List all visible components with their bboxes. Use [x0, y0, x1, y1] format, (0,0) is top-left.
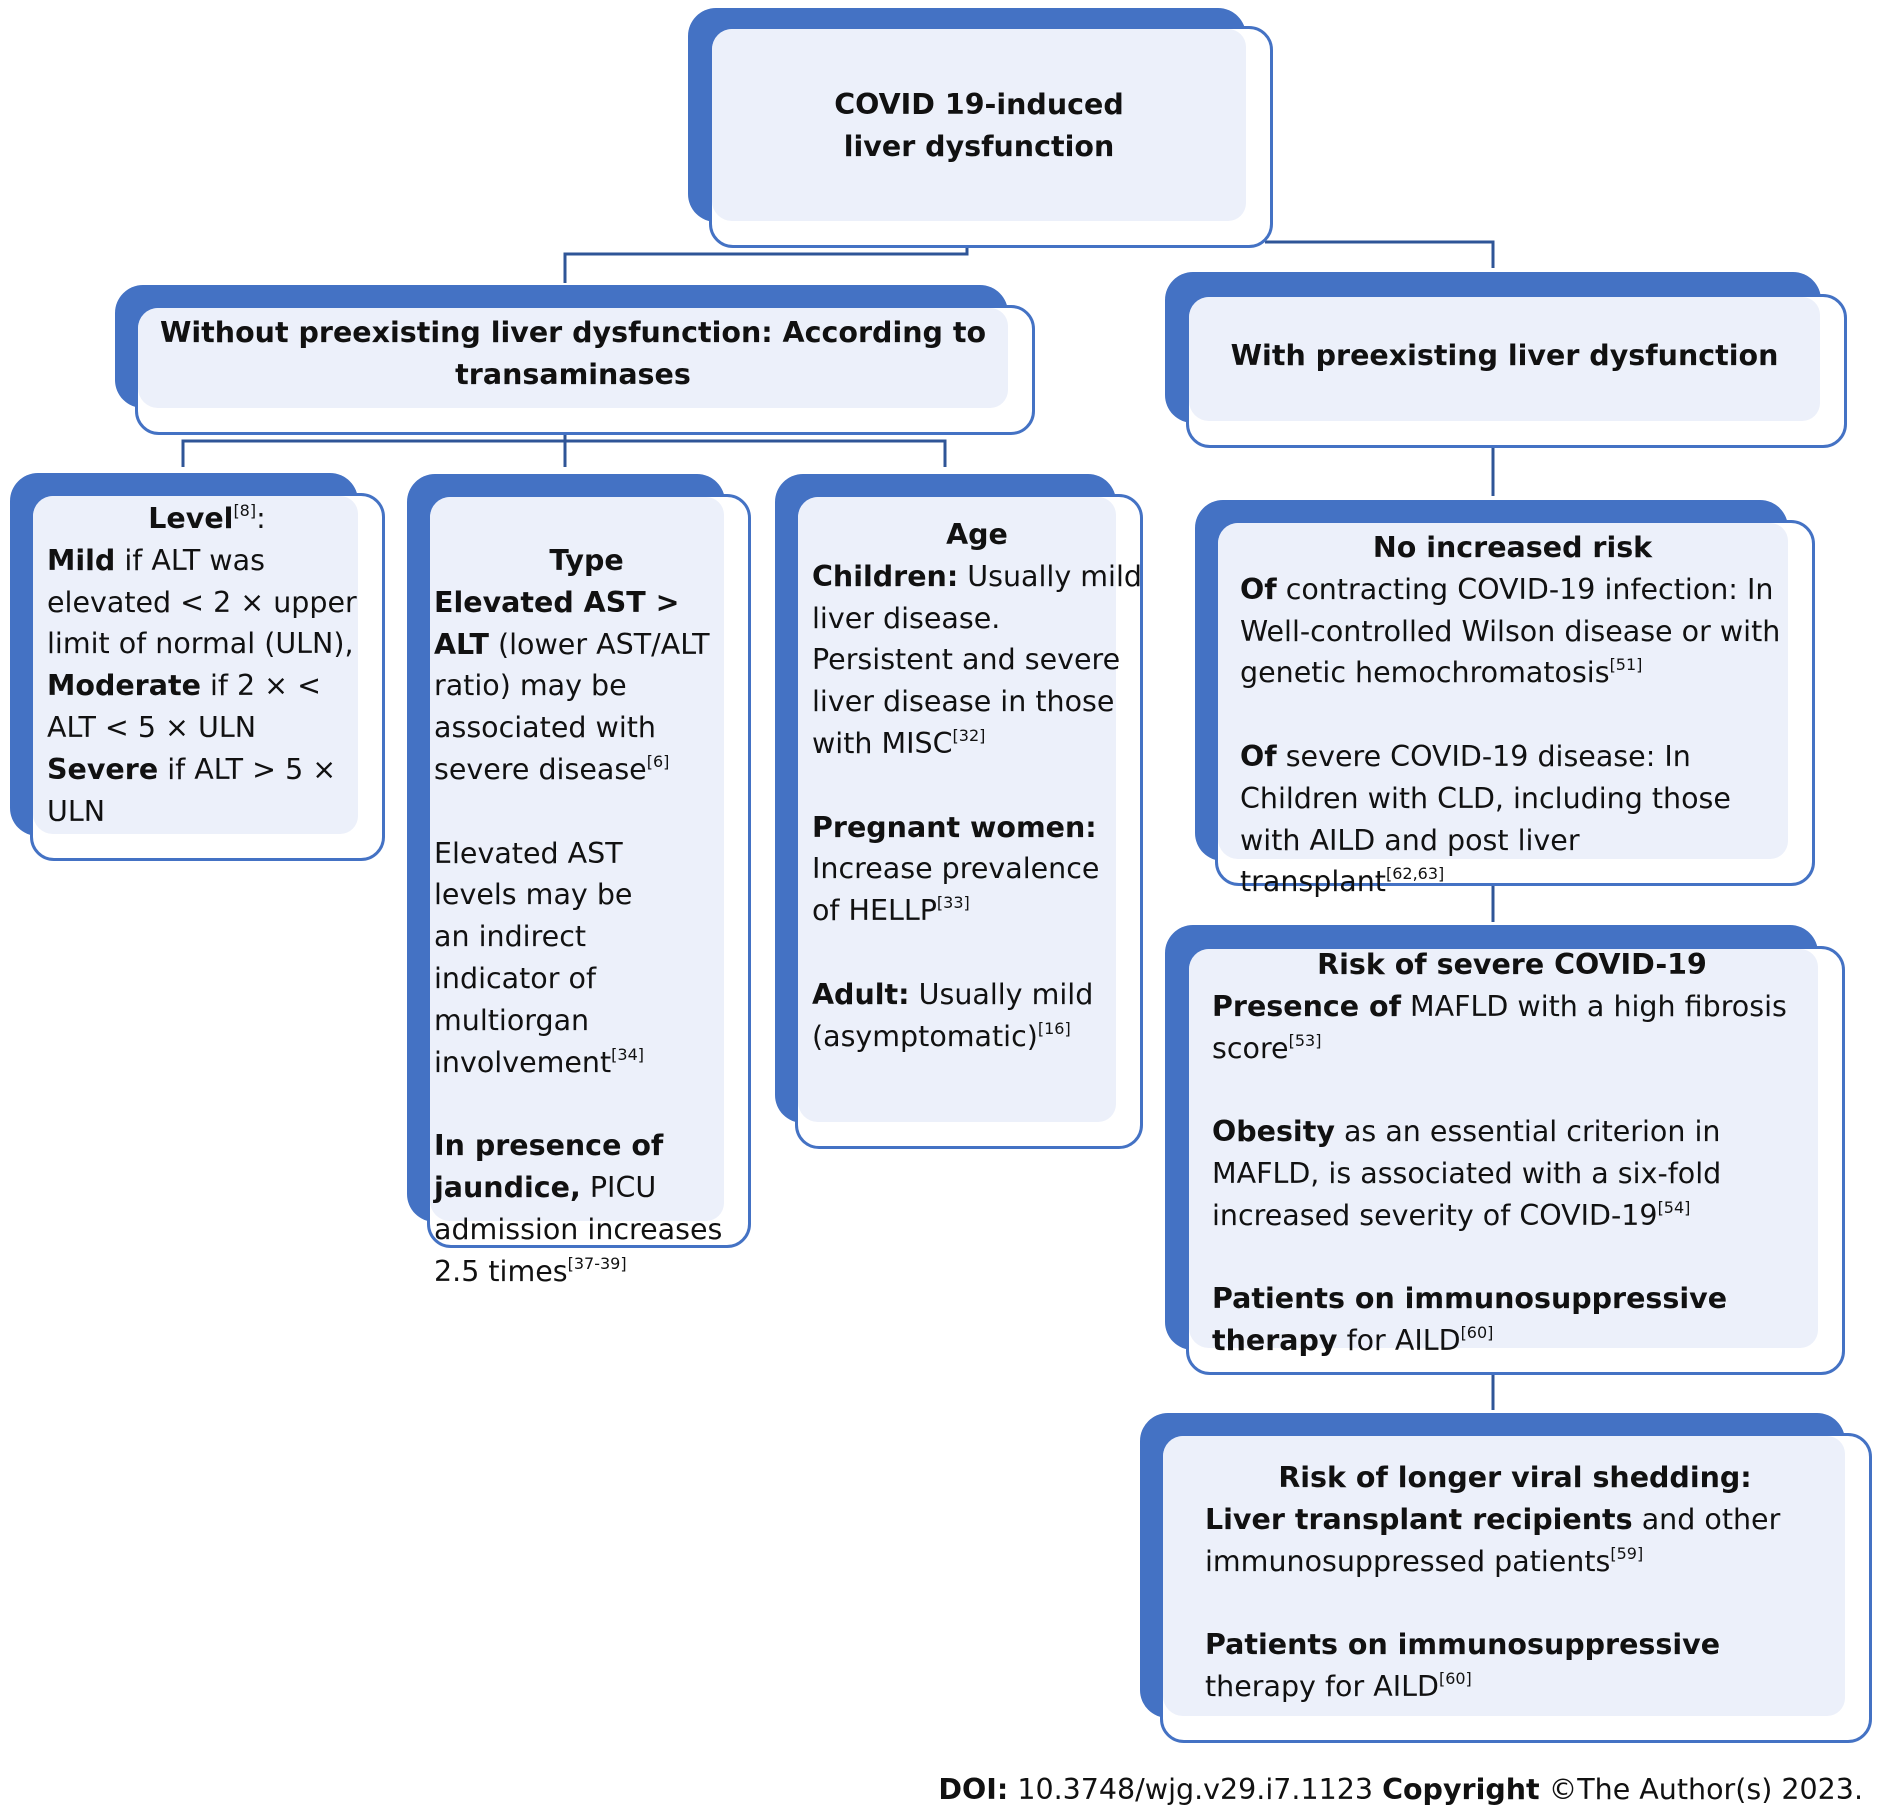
age-title: Age [946, 518, 1008, 551]
type-node: Type Elevated AST > ALT (lower AST/ALT r… [407, 474, 751, 1288]
shedding-p2-ref: [60] [1438, 1668, 1472, 1688]
age-children-label: Children: [812, 559, 959, 593]
no-increased-risk-node: No increased risk Of contracting COVID-1… [1195, 500, 1815, 898]
doi-value: 10.3748/wjg.v29.i7.1123 [1008, 1773, 1383, 1806]
type-ast-ref: [34] [611, 1044, 644, 1064]
type-jaundice-text: PICU admission increases 2.5 times [434, 1170, 723, 1288]
type-elevated-label: Elevated AST > ALT [434, 585, 680, 661]
connector-root-right [1265, 240, 1495, 268]
level-moderate-text: if 2 × < ALT < 5 × ULN [47, 669, 322, 744]
risk-viral-shedding-node: Risk of longer viral shedding: Liver tra… [1140, 1413, 1872, 1743]
age-children-text: Usually mild liver disease. Persistent a… [812, 559, 1142, 760]
type-elevated-text: (lower AST/ALT ratio) may be associated … [434, 627, 710, 786]
root-title-line2: liver dysfunction [843, 129, 1115, 163]
severe-p2-text: as an essential criterion in MAFLD, is a… [1212, 1115, 1722, 1232]
no-risk-p1-ref: [51] [1609, 655, 1643, 675]
root-node: COVID 19-induced liver dysfunction [688, 8, 1273, 248]
risk-severe-node: Risk of severe COVID-19 Presence of MAFL… [1165, 925, 1845, 1375]
age-pregnant-label: Pregnant women: [812, 810, 1097, 844]
severe-p2-ref: [54] [1657, 1197, 1691, 1217]
age-adult-text: Usually mild (asymptomatic) [812, 977, 1094, 1053]
age-adult-label: Adult: [812, 977, 910, 1011]
no-risk-p2-ref: [62,63] [1385, 864, 1445, 884]
severe-p1-text: MAFLD with a high fibrosis score [1212, 989, 1787, 1065]
level-severe-label: Severe [47, 752, 159, 786]
type-jaundice-label: In presence of jaundice, [434, 1129, 664, 1204]
age-pregnant-ref: [33] [936, 893, 970, 913]
shedding-p1-text: and other immunosuppressed patients [1205, 1502, 1781, 1578]
without-title-line1: Without preexisting liver dysfunction: A… [159, 316, 987, 349]
no-risk-title: No increased risk [1372, 531, 1653, 564]
doi-footer: DOI: 10.3748/wjg.v29.i7.1123 Copyright ©… [938, 1772, 1863, 1808]
type-elevated-ref: [6] [646, 751, 670, 771]
copyright-label: Copyright [1382, 1773, 1540, 1806]
shedding-p2-label: Patients on immunosuppressive [1205, 1628, 1721, 1662]
shedding-p1-ref: [59] [1610, 1543, 1644, 1563]
severe-p1-label: Presence of [1212, 989, 1401, 1023]
severe-title: Risk of severe COVID-19 [1317, 948, 1707, 981]
no-risk-p1-text: contracting COVID-19 infection: In Well-… [1240, 572, 1781, 690]
severe-p3-text: for AILD [1337, 1324, 1461, 1358]
level-mild-label: Mild [47, 543, 116, 577]
no-risk-p2-label: Of [1240, 739, 1277, 773]
type-jaundice-ref: [37-39] [567, 1253, 627, 1273]
with-title: With preexisting liver dysfunction [1230, 339, 1779, 372]
level-title-ref: [8] [233, 501, 257, 520]
no-risk-p1-label: Of [1240, 572, 1277, 606]
age-adult-ref: [16] [1037, 1018, 1071, 1038]
level-moderate-label: Moderate [47, 669, 201, 703]
without-title-line2: transaminases [455, 357, 691, 391]
type-title: Type [549, 544, 624, 577]
age-children-ref: [32] [952, 725, 986, 745]
connector-level [181, 439, 947, 467]
with-preexisting-node: With preexisting liver dysfunction [1165, 272, 1847, 448]
level-severe-text: if ALT > 5 × ULN [47, 752, 337, 828]
shedding-p2-text: therapy for AILD [1205, 1669, 1439, 1703]
level-mild-text: if ALT was elevated < 2 × upper limit of… [47, 543, 357, 661]
connector-root-left [563, 247, 969, 283]
level-node: Level[8]: Mild if ALT was elevated < 2 ×… [10, 473, 385, 861]
copyright-value: ©The Author(s) 2023. [1539, 1773, 1863, 1806]
shedding-p1-label: Liver transplant recipients [1205, 1502, 1633, 1536]
shedding-title: Risk of longer viral shedding: [1278, 1461, 1752, 1494]
severe-p2-label: Obesity [1212, 1115, 1335, 1149]
severe-p1-ref: [53] [1288, 1030, 1322, 1050]
without-preexisting-node: Without preexisting liver dysfunction: A… [115, 285, 1035, 435]
level-title: Level [148, 502, 234, 535]
root-title-line1: COVID 19-induced [834, 88, 1124, 121]
level-title-suffix: : [256, 502, 266, 535]
no-risk-p2-text: severe COVID-19 disease: In Children wit… [1240, 739, 1731, 899]
age-pregnant-text: Increase prevalence of HELLP [812, 852, 1100, 928]
severe-p3-ref: [60] [1460, 1323, 1494, 1343]
doi-label: DOI: [938, 1773, 1009, 1806]
age-node: Age Children: Usually mild liver disease… [775, 474, 1143, 1149]
type-ast-text: Elevated AST levels may be an indirect i… [434, 836, 633, 1079]
severe-p3-label: Patients on immunosuppressive therapy [1212, 1282, 1728, 1358]
